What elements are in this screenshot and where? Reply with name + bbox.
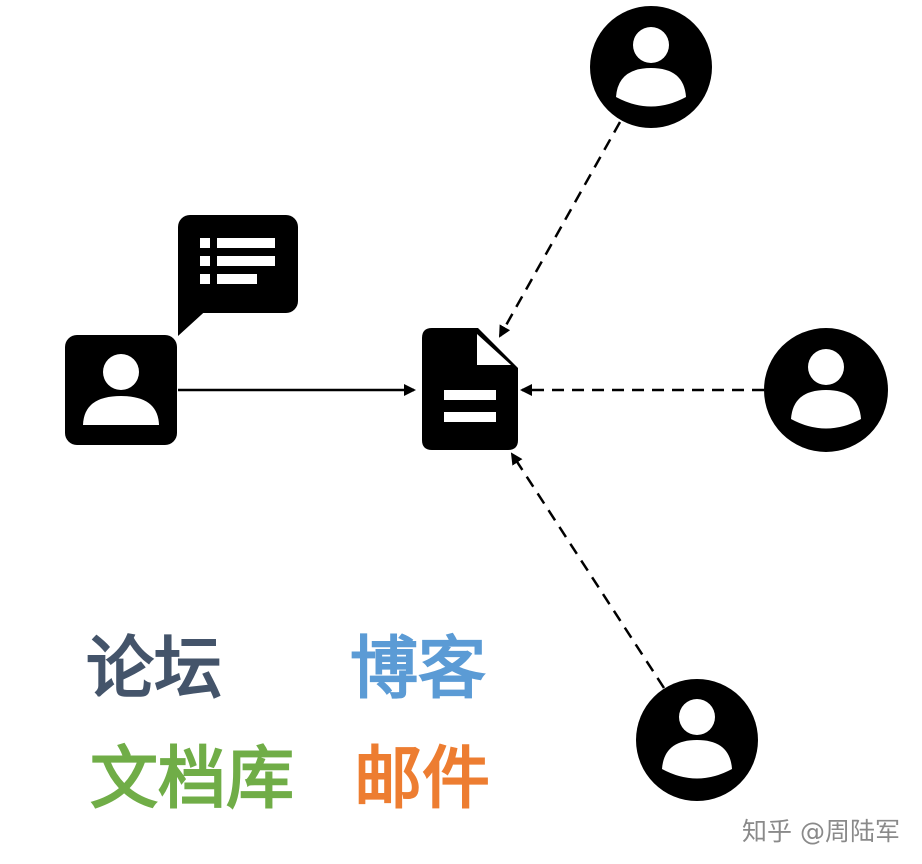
label-docs: 文档库 [90,740,295,819]
label-forum: 论坛 [86,630,223,709]
watermark: 知乎 @周陆军 [742,817,900,846]
reader-bottom-to-document-arrow [510,452,666,689]
label-mail: 邮件 [354,740,491,819]
list-speech-bubble-icon [178,215,298,336]
user-circle-icon [590,6,712,128]
document-icon [422,328,518,450]
reader-top-to-document-arrow [498,121,622,338]
user-square-icon [65,335,177,445]
user-circle-icon [764,328,888,452]
label-blog: 博客 [350,630,487,709]
user-circle-icon [636,679,758,801]
